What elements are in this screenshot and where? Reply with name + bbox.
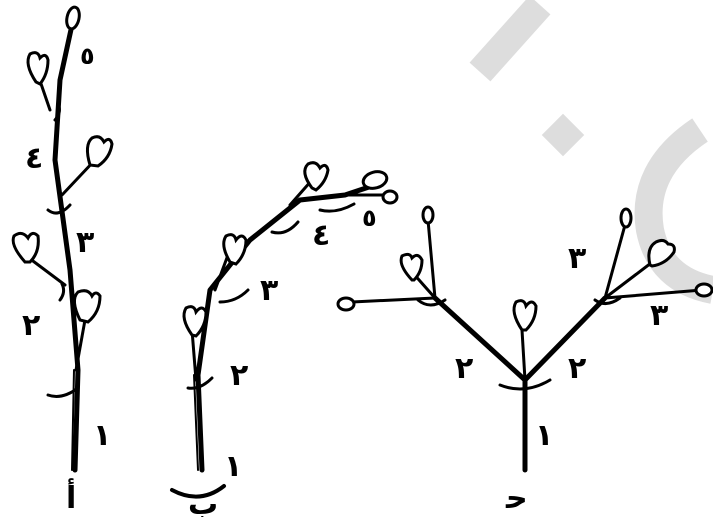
diagram-c-flower-bud: [514, 301, 536, 330]
diagram-a-main-axis: [55, 25, 78, 470]
diagram-a-terminal-bud: [65, 6, 81, 30]
diagram-a-flower-bud: [13, 233, 38, 262]
diagram-a-bract: [60, 284, 64, 300]
diagram-a-flower-bud: [74, 291, 100, 322]
diagram-c-flower-bud: [621, 209, 631, 227]
diagram-b-branch-1: [192, 330, 196, 380]
diagram-c-label-1: ١: [535, 418, 553, 453]
diagram-b-bract: [320, 204, 354, 211]
diagram-c-label-2-right: ٢: [568, 351, 586, 386]
diagram-b-label-2: ٢: [230, 358, 248, 393]
diagram-a-label-1: ١: [93, 418, 111, 453]
diagram-b-flower-bud: [224, 235, 246, 264]
diagram-c-flower-bud: [338, 298, 354, 310]
diagram-a-caption: أ: [66, 478, 76, 516]
diagram-b-caption: ب: [188, 487, 218, 517]
diagram-b: ١ ٢ ٣ ٤ ٥ ب: [172, 163, 397, 517]
diagram-a-label-3: ٣: [76, 225, 94, 260]
diagram-a-label-4: ٤: [25, 141, 43, 176]
diagram-a-label-5: ٥: [80, 42, 95, 70]
diagram-b-label-4: ٤: [312, 218, 330, 253]
diagram-a-label-2: ٢: [22, 308, 40, 343]
diagram-b-bract: [220, 290, 248, 302]
diagram-c: ١ ٢ ٢ ٣ ٣ ﺣ: [338, 207, 712, 516]
diagram-c-flower-bud: [423, 207, 433, 223]
diagram-b-label-1: ١: [224, 449, 242, 484]
diagram-b-main-axis: [198, 185, 375, 470]
diagram-a: ١ ٢ ٣ ٤ ٥ أ: [13, 6, 112, 516]
diagram-a-flower-bud: [87, 137, 112, 166]
diagram-a-flower-bud: [28, 53, 48, 84]
diagram-c-left-arm: [435, 298, 525, 380]
diagram-c-caption: ﺣ: [505, 481, 528, 516]
diagram-c-label-3-top: ٣: [568, 241, 586, 276]
watermark: [480, 5, 713, 290]
diagram-c-flower-bud: [401, 254, 422, 280]
diagram-b-terminal-bud: [383, 191, 397, 203]
diagram-b-label-5: ٥: [362, 204, 377, 232]
diagram-c-label-2-left: ٢: [455, 351, 473, 386]
diagram-c-flower-bud: [696, 284, 712, 296]
diagram-b-bract: [272, 222, 298, 233]
diagram-c-label-3-right: ٣: [650, 298, 668, 333]
diagram-b-label-3: ٣: [260, 273, 278, 308]
diagram-c-center-stalk: [522, 330, 525, 380]
diagram-b-flower-bud: [361, 169, 388, 191]
